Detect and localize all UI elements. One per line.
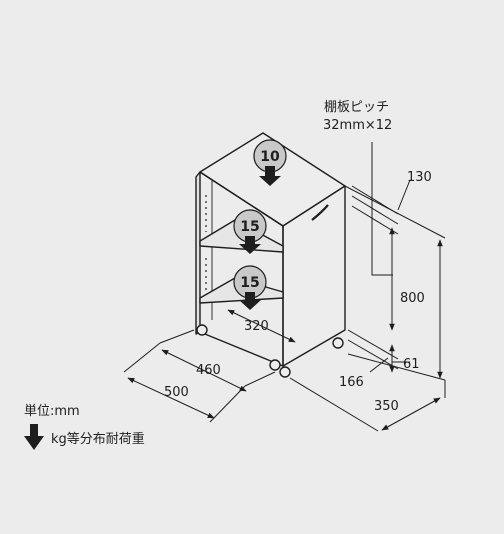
- shelf-pitch-value: 32mm×12: [323, 118, 392, 133]
- dim-inner-depth: 460: [196, 363, 221, 378]
- dim-caster: 166: [339, 375, 364, 390]
- cabinet-handle: [311, 204, 329, 221]
- dim-height: 800: [400, 291, 425, 306]
- dim-top-gap: 130: [407, 170, 432, 185]
- shelf-pitch-label: 棚板ピッチ: [324, 100, 389, 115]
- front-post: [195, 171, 201, 335]
- load-label-top: 10: [260, 149, 280, 165]
- legend-unit: 単位:mm: [24, 404, 80, 419]
- dim-bottom-gap: 61: [403, 357, 420, 372]
- legend-load: kg等分布耐荷重: [24, 424, 145, 450]
- dim-width: 350: [374, 399, 399, 414]
- dimension-lines: [123, 142, 446, 432]
- load-badge-top: 10: [253, 139, 287, 186]
- legend-load-text: kg等分布耐荷重: [51, 431, 145, 447]
- casters: [196, 324, 344, 378]
- load-arrow-icon: [24, 424, 44, 450]
- dim-shelf-depth: 320: [244, 319, 269, 334]
- load-label-bottom: 15: [240, 275, 259, 291]
- dim-depth: 500: [164, 385, 189, 400]
- load-badge-middle: 15: [233, 209, 267, 254]
- load-label-middle: 15: [240, 219, 259, 235]
- load-badge-bottom: 15: [233, 265, 267, 310]
